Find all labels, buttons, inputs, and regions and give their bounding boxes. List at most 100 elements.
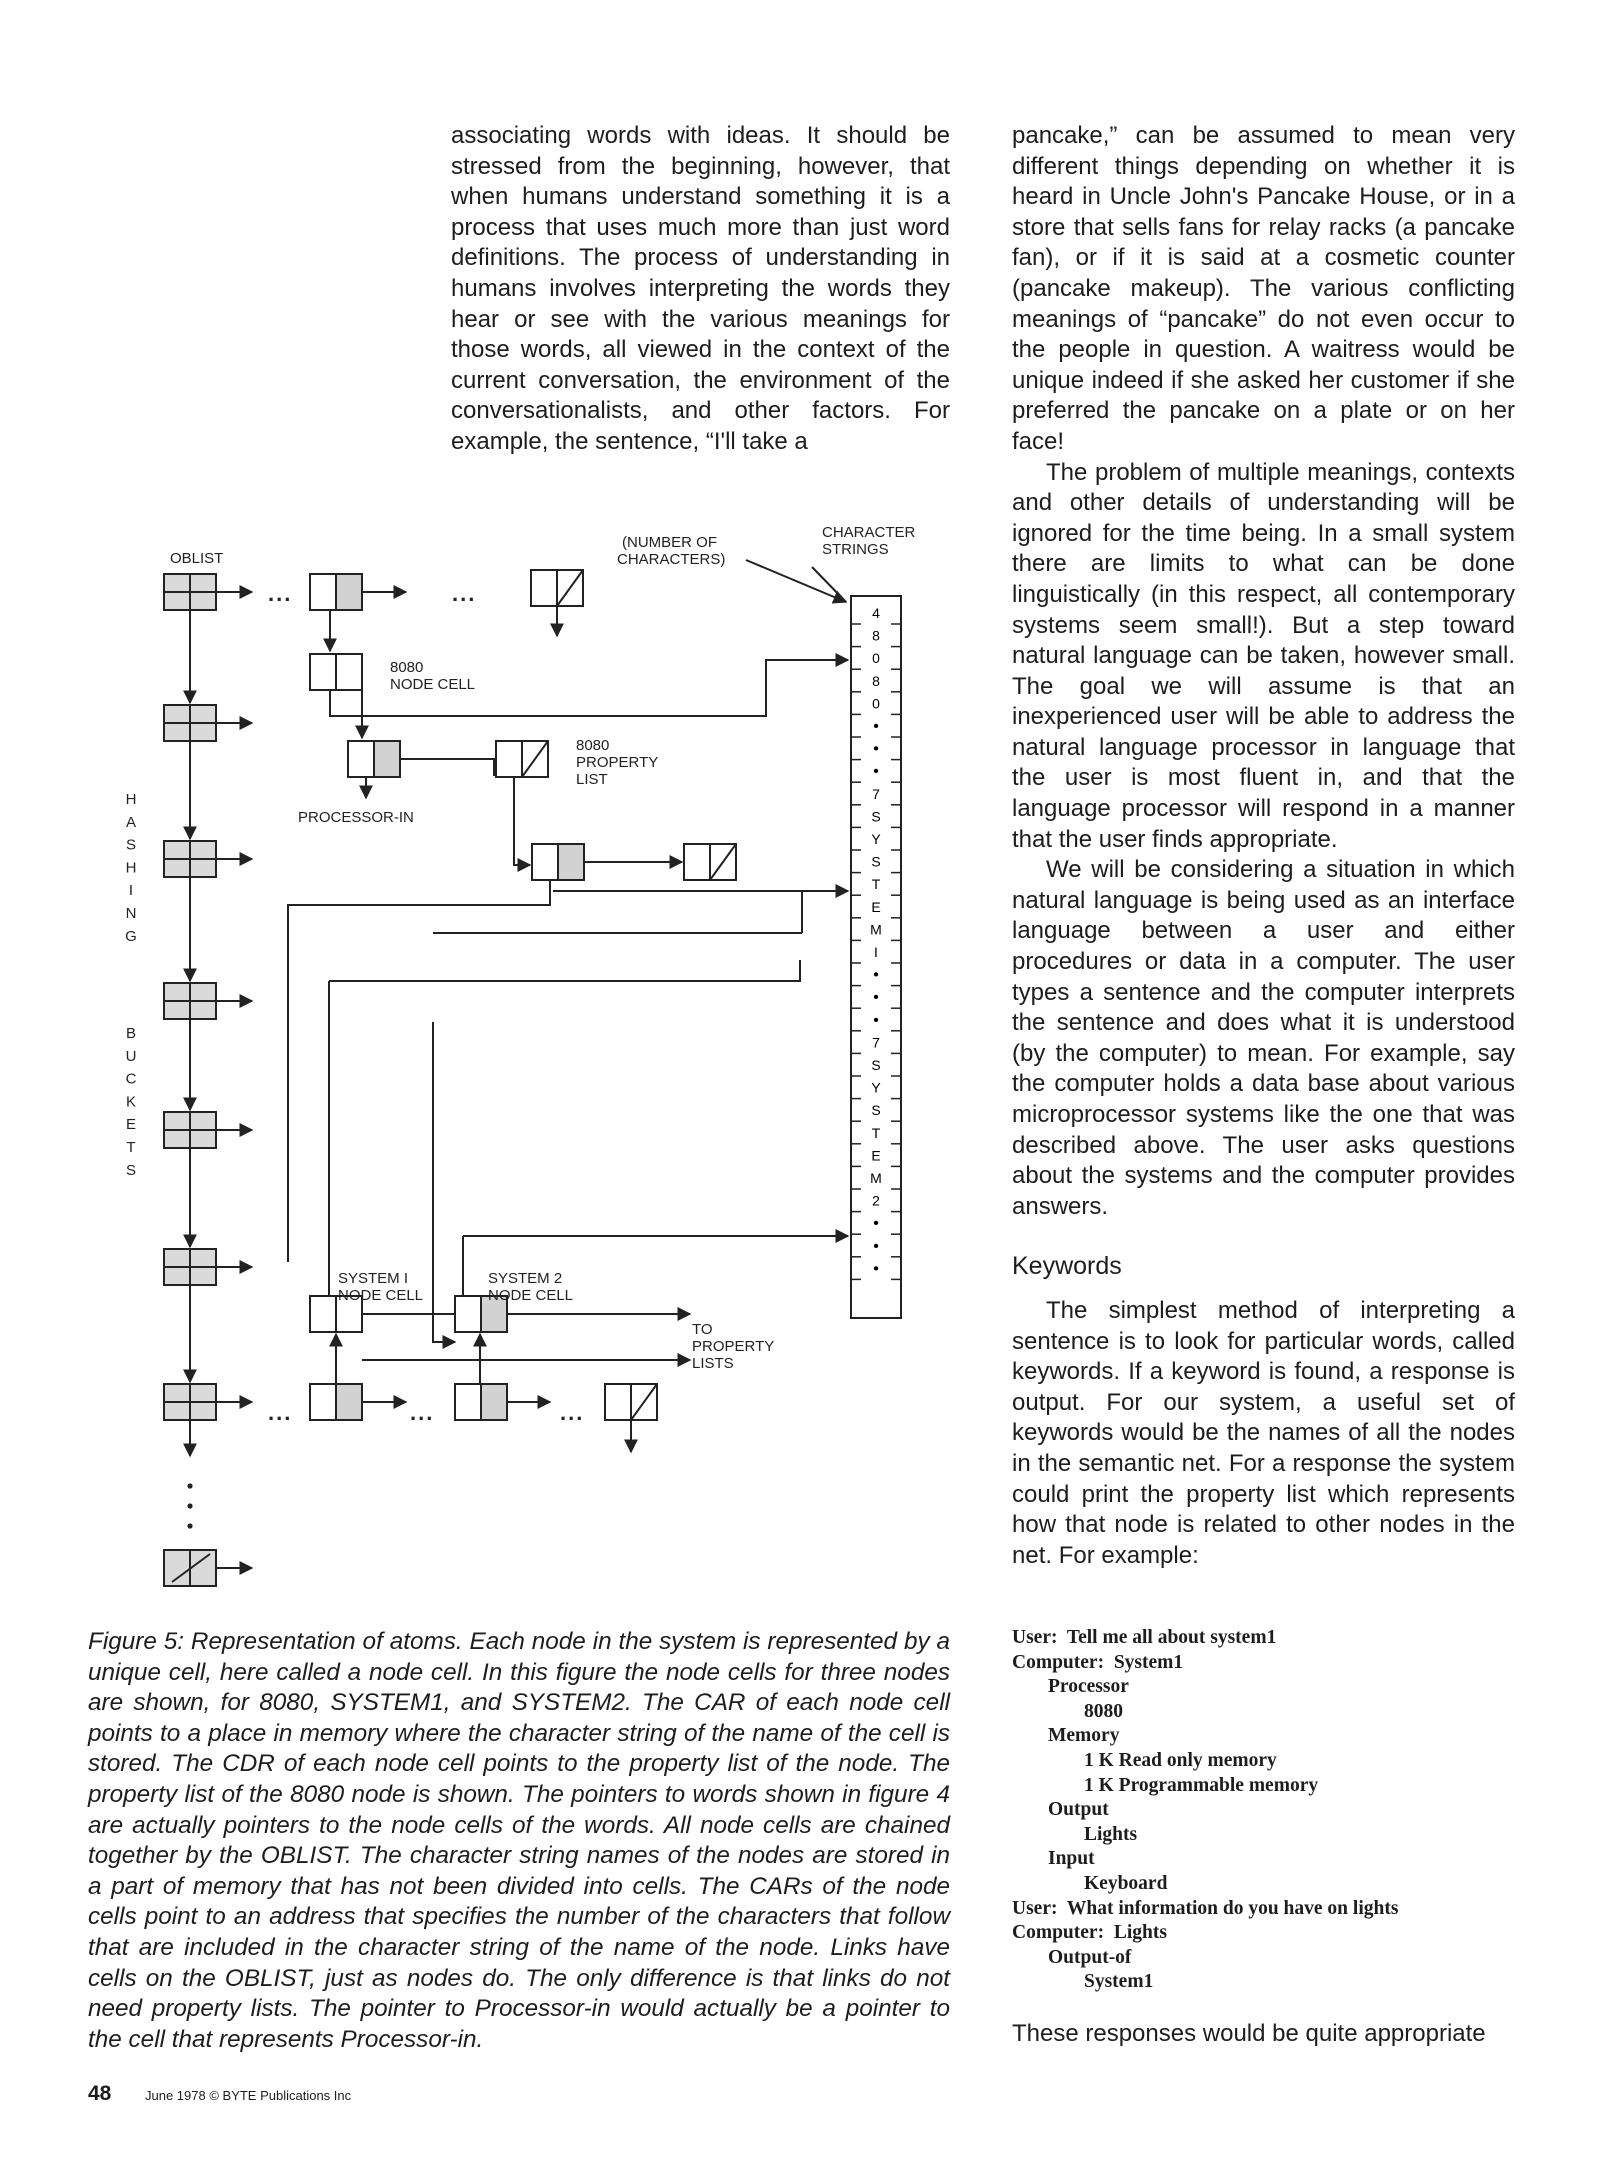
prop-8080-label: PROPERTY — [576, 754, 658, 771]
dialogue-line: Processor — [1048, 1676, 1129, 1698]
to-property-label: TO — [692, 1321, 713, 1338]
dialogue-line: Lights — [1084, 1823, 1138, 1845]
buckets-letter: B — [126, 1025, 136, 1042]
prop-8080-label: 8080 — [576, 737, 609, 754]
character-string-char: E — [871, 899, 880, 915]
buckets-letter: S — [126, 1162, 136, 1179]
hashing-letter: A — [126, 814, 136, 831]
num-chars-label: (NUMBER OF — [622, 534, 717, 551]
num-chars-label: CHARACTERS) — [617, 551, 725, 568]
character-string-char: • — [873, 718, 879, 735]
ellipsis-label: ... — [410, 1400, 434, 1425]
vertical-dots — [187, 1483, 193, 1489]
car-pointer-8080 — [329, 653, 850, 717]
node-8080-label: NODE CELL — [390, 676, 475, 693]
oblist-cell — [454, 1383, 508, 1421]
cell-shade — [481, 1384, 507, 1420]
dialogue-line: 1 K Programmable memory — [1084, 1774, 1319, 1796]
dialogue-line: Memory — [1048, 1725, 1120, 1747]
property-cell — [347, 740, 401, 778]
hashing-letter: I — [129, 882, 133, 899]
dialogue-line: System1 — [1084, 1971, 1154, 1993]
pointer-line — [308, 981, 330, 1318]
hash-bucket-cell-nil — [163, 1549, 217, 1587]
hashing-letter: G — [125, 928, 137, 945]
character-string-char: Y — [871, 1080, 881, 1096]
paragraph: The simplest method of interpreting a se… — [1012, 1297, 1515, 1569]
ellipsis-label: ... — [268, 1400, 292, 1425]
node-8080-label: 8080 — [390, 659, 423, 676]
page-number: 48 — [88, 2082, 112, 2105]
pointer-line — [287, 880, 551, 1262]
node-cell-system1 — [309, 1295, 363, 1333]
character-string-memory — [850, 595, 902, 1319]
ellipsis-label: ... — [268, 581, 292, 606]
dialogue-line: Output — [1048, 1799, 1109, 1821]
oblist-cell-end — [604, 1383, 658, 1421]
cell-shade — [336, 574, 362, 610]
hash-bucket-cell — [163, 573, 217, 611]
hash-bucket-cell — [163, 1248, 217, 1286]
character-count-cell — [530, 569, 584, 607]
character-string-char: • — [873, 741, 879, 758]
hash-bucket-cell — [163, 704, 217, 742]
pointer-line — [329, 960, 801, 982]
character-string-char: 7 — [872, 786, 880, 802]
cell-shade — [558, 844, 584, 880]
character-string-char: • — [873, 1012, 879, 1029]
hashing-letter: H — [126, 859, 137, 876]
prop-8080-label: LIST — [576, 771, 608, 788]
system1-label: SYSTEM I — [338, 1270, 408, 1287]
character-string-char: T — [872, 1125, 881, 1141]
oblist-cell — [309, 573, 363, 611]
processor-in-pointer — [432, 1022, 457, 1349]
dialogue-line: 1 K Read only memory — [1084, 1749, 1277, 1771]
character-string-char: M — [870, 1170, 882, 1186]
to-property-label: LISTS — [692, 1355, 734, 1372]
pointer-line — [400, 758, 495, 776]
character-string-char: • — [873, 763, 879, 780]
hashing-letter: H — [126, 791, 137, 808]
cell-shade — [374, 741, 400, 777]
character-string-char: • — [873, 989, 879, 1006]
nil-slash — [709, 843, 737, 881]
section-heading: Keywords — [1012, 1252, 1122, 1280]
system2-label: NODE CELL — [488, 1287, 573, 1304]
dialogue-line: Input — [1048, 1848, 1095, 1870]
buckets-letter: E — [126, 1116, 136, 1133]
hash-bucket-cell — [163, 982, 217, 1020]
dialogue-line: Keyboard — [1084, 1872, 1168, 1894]
property-cell-end — [495, 740, 549, 778]
paragraph: The problem of multiple meanings, contex… — [1012, 458, 1515, 853]
nil-slash — [556, 569, 584, 607]
hashing-letter: S — [126, 837, 136, 854]
oblist-cell — [309, 1383, 363, 1421]
character-string-char: • — [873, 1238, 879, 1255]
character-string-char: I — [874, 944, 878, 960]
dialogue-line: Computer: Lights — [1012, 1922, 1167, 1944]
character-string-char: S — [871, 1057, 880, 1073]
character-string-char: T — [872, 876, 881, 892]
ellipsis-label: ... — [560, 1400, 584, 1425]
to-property-label: PROPERTY — [692, 1338, 774, 1355]
hash-bucket-cell — [163, 1111, 217, 1149]
num-chars-arrow — [745, 559, 848, 604]
dialogue-line: Output-of — [1048, 1946, 1132, 1968]
nil-slash — [521, 740, 549, 778]
character-string-char: 2 — [872, 1193, 880, 1209]
character-string-char: 7 — [872, 1034, 880, 1050]
processor-in-label: PROCESSOR-IN — [298, 809, 414, 826]
node-cell-system2 — [454, 1295, 508, 1333]
buckets-letter: T — [126, 1139, 135, 1156]
pointer-line — [811, 566, 847, 603]
hashing-letter: N — [126, 905, 137, 922]
character-string-char: S — [871, 854, 880, 870]
nil-slash — [171, 1553, 211, 1583]
character-string-char: 0 — [872, 695, 880, 711]
hash-bucket-cell — [163, 840, 217, 878]
buckets-letter: U — [126, 1048, 137, 1065]
body-column-right-lower: The simplest method of interpreting a se… — [1012, 1296, 1515, 1571]
vertical-dots — [187, 1523, 193, 1529]
buckets-letter: C — [126, 1071, 137, 1088]
